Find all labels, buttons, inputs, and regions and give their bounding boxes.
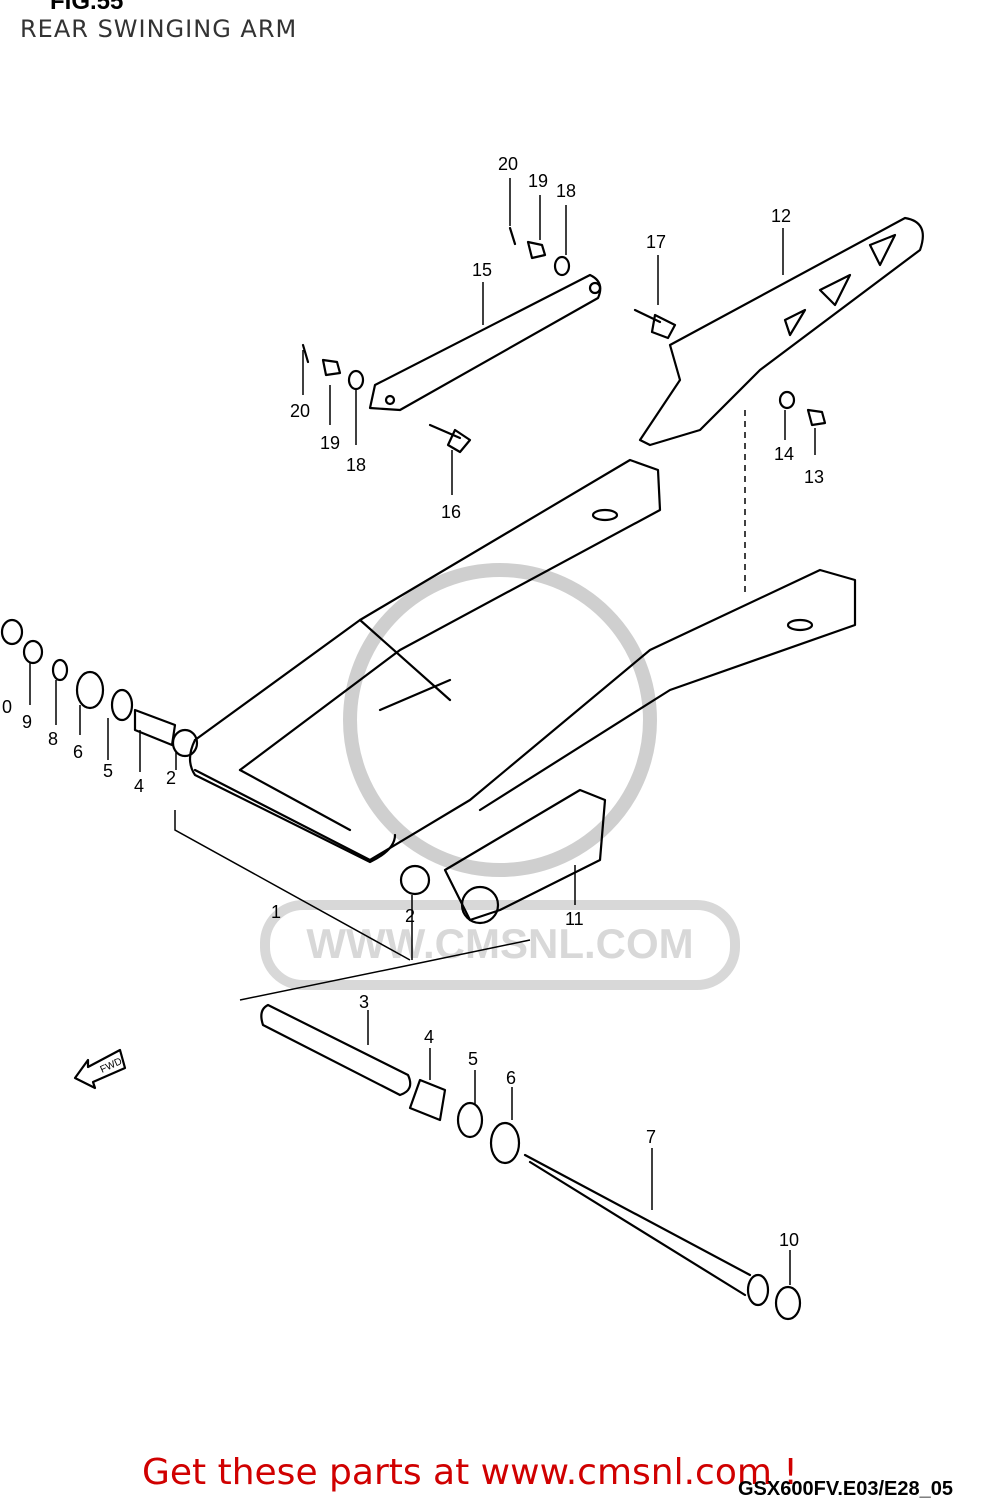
fwd-arrow-icon: FWD [73,1048,127,1090]
callout: 19 [320,433,340,453]
callout: 3 [359,992,369,1012]
callout: 7 [646,1127,656,1147]
torque-link [368,273,602,412]
callout: 2 [166,768,176,788]
callout: 6 [73,742,83,762]
callout-numbers: 20 19 18 15 17 12 20 19 18 16 14 13 0 9 … [2,154,824,1250]
swing-arm [188,458,857,864]
chain-adjuster [443,788,607,925]
callout: 6 [506,1068,516,1088]
callout: 16 [441,502,461,522]
callout: 17 [646,232,666,252]
callout: 14 [774,444,794,464]
callout: 13 [804,467,824,487]
diagram-code: GSX600FV.E03/E28_05 [738,1478,953,1500]
figure-number: FIG.55 [50,0,124,15]
callout: 4 [424,1027,434,1047]
callout: 18 [346,455,366,475]
pivot-shaft-parts [260,864,802,1321]
callout: 4 [134,776,144,796]
callout: 5 [468,1049,478,1069]
chain-guard [638,216,924,447]
callout: 1 [271,902,281,922]
callout: 5 [103,761,113,781]
watermark: WWW.CMSNL.COM [260,563,740,990]
callout: 19 [528,171,548,191]
callout: 9 [22,712,32,732]
callout: 15 [472,260,492,280]
callout: 0 [2,697,12,717]
leader-lines [29,178,816,1285]
callout: 2 [405,906,415,926]
left-side-bushings [0,618,199,758]
callout: 12 [771,206,791,226]
callout: 11 [565,909,584,929]
callout: 8 [48,729,58,749]
callout: 18 [556,181,576,201]
diagram-title: REAR SWINGING ARM [20,15,298,43]
callout: 10 [779,1230,799,1250]
parts-order-link[interactable]: Get these parts at www.cmsnl.com ! [142,1452,798,1493]
watermark-text: WWW.CMSNL.COM [306,920,693,967]
hardware [301,226,827,454]
callout: 20 [290,401,310,421]
callout: 20 [498,154,518,174]
